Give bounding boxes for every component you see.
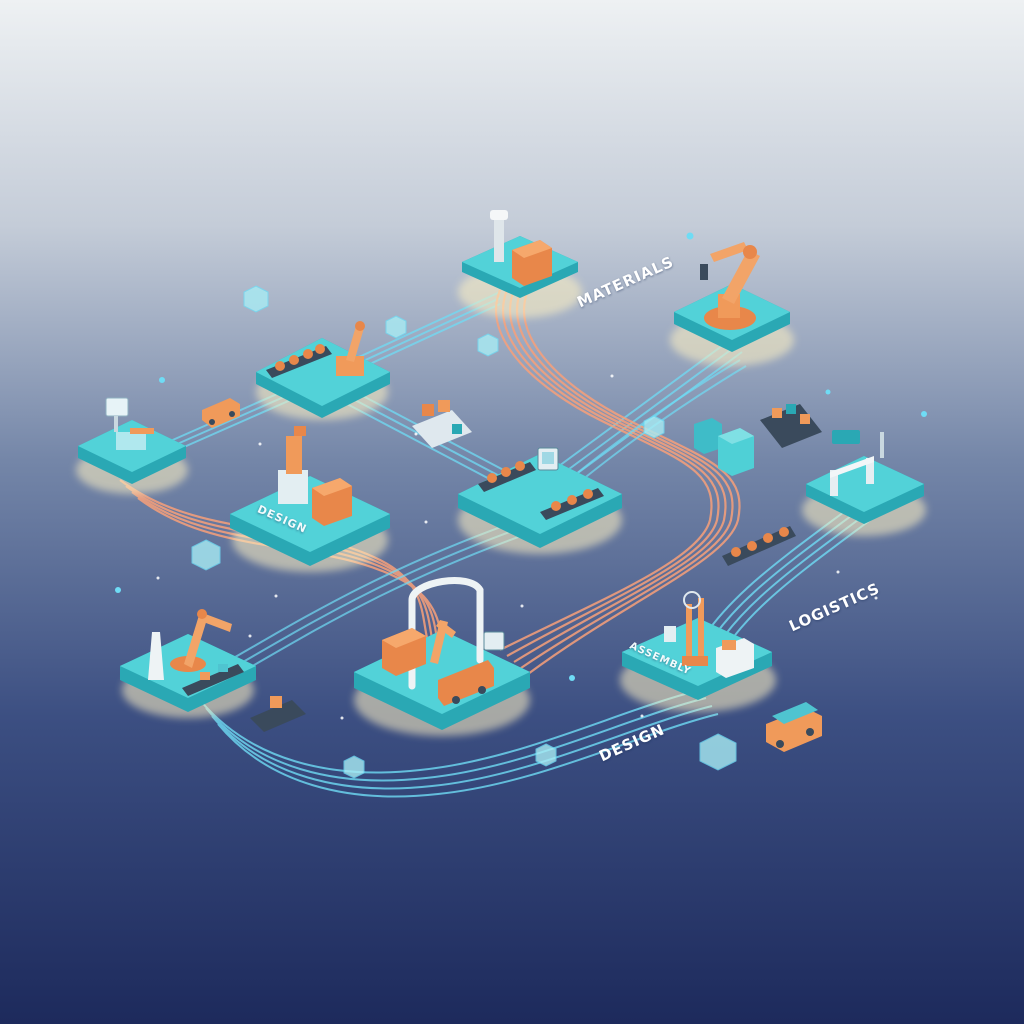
floating-conveyor-mid xyxy=(412,400,472,448)
robot-arm-icon xyxy=(700,242,760,330)
cube-icon xyxy=(343,755,365,779)
chimney-icon xyxy=(148,632,164,680)
monitor-icon xyxy=(483,631,505,651)
platform-right xyxy=(802,430,926,536)
floating-conveyor-right xyxy=(760,404,822,448)
platform-lower-left xyxy=(120,609,256,718)
conveyor-belt-icon xyxy=(266,344,332,378)
cube-icon xyxy=(243,285,269,313)
sparkles xyxy=(156,374,878,720)
floating-cubes xyxy=(191,285,737,779)
cube-icon xyxy=(385,315,407,339)
crate-icon xyxy=(312,478,352,526)
platform-lower-center xyxy=(354,577,530,736)
truck-icon xyxy=(438,660,494,706)
crate-icon xyxy=(382,628,426,676)
robot-arm-icon xyxy=(170,609,232,672)
monitor-icon xyxy=(664,626,676,642)
truck-icon xyxy=(202,398,240,428)
chimney-icon xyxy=(490,210,508,262)
cube-icon xyxy=(699,733,737,771)
cube-icon xyxy=(477,333,499,357)
conveyor-belt-icon xyxy=(540,488,604,520)
robot-arm-icon xyxy=(430,620,456,664)
platform-upper-left xyxy=(256,321,390,420)
robot-arm-icon xyxy=(336,321,365,376)
blue-stream-lower xyxy=(199,689,719,798)
conveyor-belt-icon xyxy=(182,664,244,696)
storage-blocks-icon xyxy=(694,418,754,476)
monitor-icon xyxy=(537,447,559,471)
particles xyxy=(115,232,927,681)
floating-conveyor-lower xyxy=(250,696,306,732)
orange-stream-main xyxy=(494,289,741,675)
truck-icon xyxy=(766,702,822,752)
platform-left xyxy=(76,397,188,494)
crate-icon xyxy=(512,240,552,286)
platform-top-right xyxy=(670,242,794,366)
gantry-icon xyxy=(682,591,708,666)
floating-conveyor-logistics xyxy=(722,526,796,566)
gantry-icon xyxy=(408,577,484,690)
monitor-icon xyxy=(105,397,129,432)
cube-icon xyxy=(643,415,665,439)
platform-design xyxy=(230,426,390,572)
crate-icon xyxy=(716,638,754,678)
cube-icon xyxy=(535,743,557,767)
machine-tower-icon xyxy=(278,426,308,504)
gantry-icon xyxy=(830,430,884,496)
platform-assembly xyxy=(620,591,776,712)
platform-center xyxy=(458,447,622,554)
cube-icon xyxy=(191,539,221,571)
conveyor-belt-icon xyxy=(478,461,536,492)
platform-top-materials xyxy=(458,210,582,318)
gantry-icon xyxy=(116,428,154,450)
